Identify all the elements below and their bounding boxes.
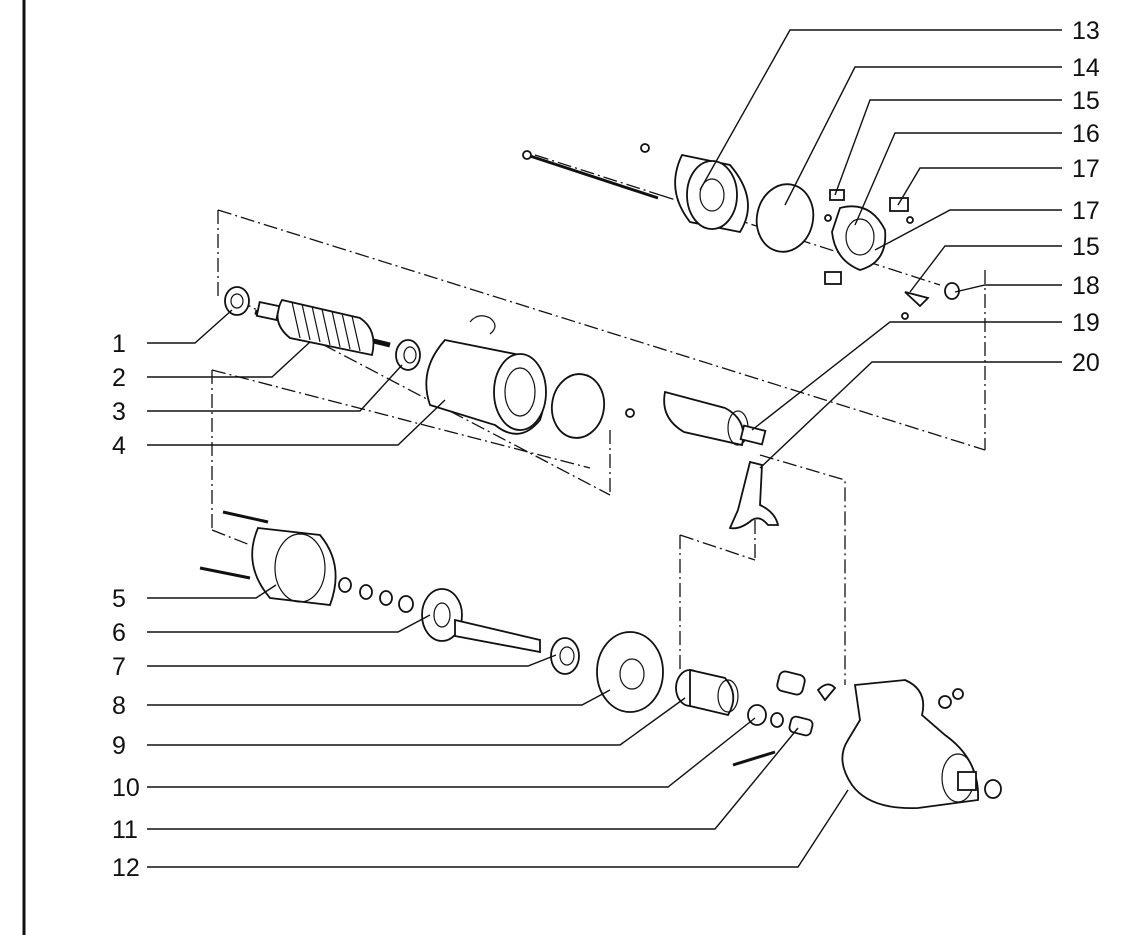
label-14: 14 [1072,54,1100,82]
label-11: 11 [112,816,138,844]
label-9: 9 [112,732,126,760]
bearing-part-1 [224,286,250,316]
o-ring-part-14 [755,183,815,253]
label-10: 10 [112,774,140,802]
label-19: 19 [1072,309,1100,337]
commutator-end-cap-part-13 [640,143,749,234]
label-7: 7 [112,653,126,681]
leader-lines [147,29,1062,868]
label-15-bottom: 15 [1072,233,1100,261]
o-ring-stator [550,373,606,439]
label-6: 6 [112,619,126,647]
label-20: 20 [1072,349,1100,377]
pinion-drive-part-9 [675,668,739,717]
assembly-lines [211,154,986,685]
bearing-part-3 [395,339,421,371]
label-12: 12 [112,854,140,882]
label-4: 4 [112,432,126,460]
armature-part-2 [254,298,391,357]
label-5: 5 [112,585,126,613]
callout-labels: 1 2 3 4 5 6 7 8 9 10 11 12 13 14 15 16 1… [112,17,1100,882]
intermediate-plate-part-8 [596,631,664,713]
label-15-top: 15 [1072,87,1100,115]
label-18: 18 [1072,272,1100,300]
label-3: 3 [112,398,126,426]
bearing-part-7 [550,637,580,675]
label-1: 1 [112,330,126,358]
drive-end-housing-part-5 [199,510,337,606]
retaining-rings-part-10 [747,704,784,728]
label-17-top: 17 [1072,155,1100,183]
shift-fork-part-20 [728,460,780,530]
label-16: 16 [1072,120,1100,148]
nose-housing-part-12 [841,679,1002,810]
label-13: 13 [1072,17,1100,45]
brush-parts [824,189,960,320]
through-bolt-top [522,150,659,200]
label-2: 2 [112,364,126,392]
label-17-bottom: 17 [1072,197,1100,225]
washers [338,577,414,613]
brush-holder-plate-part-16 [831,205,887,271]
solenoid-part-19 [625,390,767,447]
planetary-carrier-part-6 [421,588,541,654]
stator-housing-part-4 [425,315,547,435]
spring-and-cap [776,670,837,702]
label-8: 8 [112,692,126,720]
